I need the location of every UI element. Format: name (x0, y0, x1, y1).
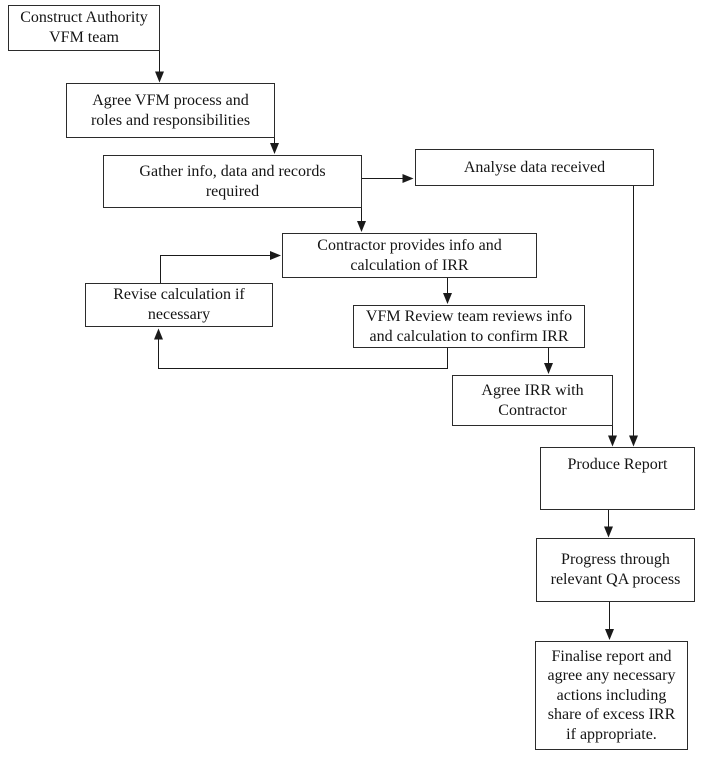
node-contractor-provides-info: Contractor provides info and calculation… (282, 233, 537, 278)
node-revise-calculation: Revise calculation if necessary (85, 283, 273, 327)
node-vfm-review-team: VFM Review team reviews info and calcula… (353, 305, 585, 348)
node-progress-qa: Progress through relevant QA process (536, 538, 695, 602)
node-agree-irr-with-contractor: Agree IRR with Contractor (452, 375, 613, 426)
node-analyse-data-received: Analyse data received (415, 149, 654, 186)
node-construct-authority-vfm-team: Construct Authority VFM team (8, 5, 160, 51)
node-finalise-report: Finalise report and agree any necessary … (535, 641, 688, 750)
node-gather-info: Gather info, data and records required (103, 155, 362, 208)
edge-revise-to-contractor (160, 251, 281, 283)
node-produce-report: Produce Report (540, 447, 695, 510)
node-agree-vfm-process: Agree VFM process and roles and responsi… (66, 83, 275, 138)
